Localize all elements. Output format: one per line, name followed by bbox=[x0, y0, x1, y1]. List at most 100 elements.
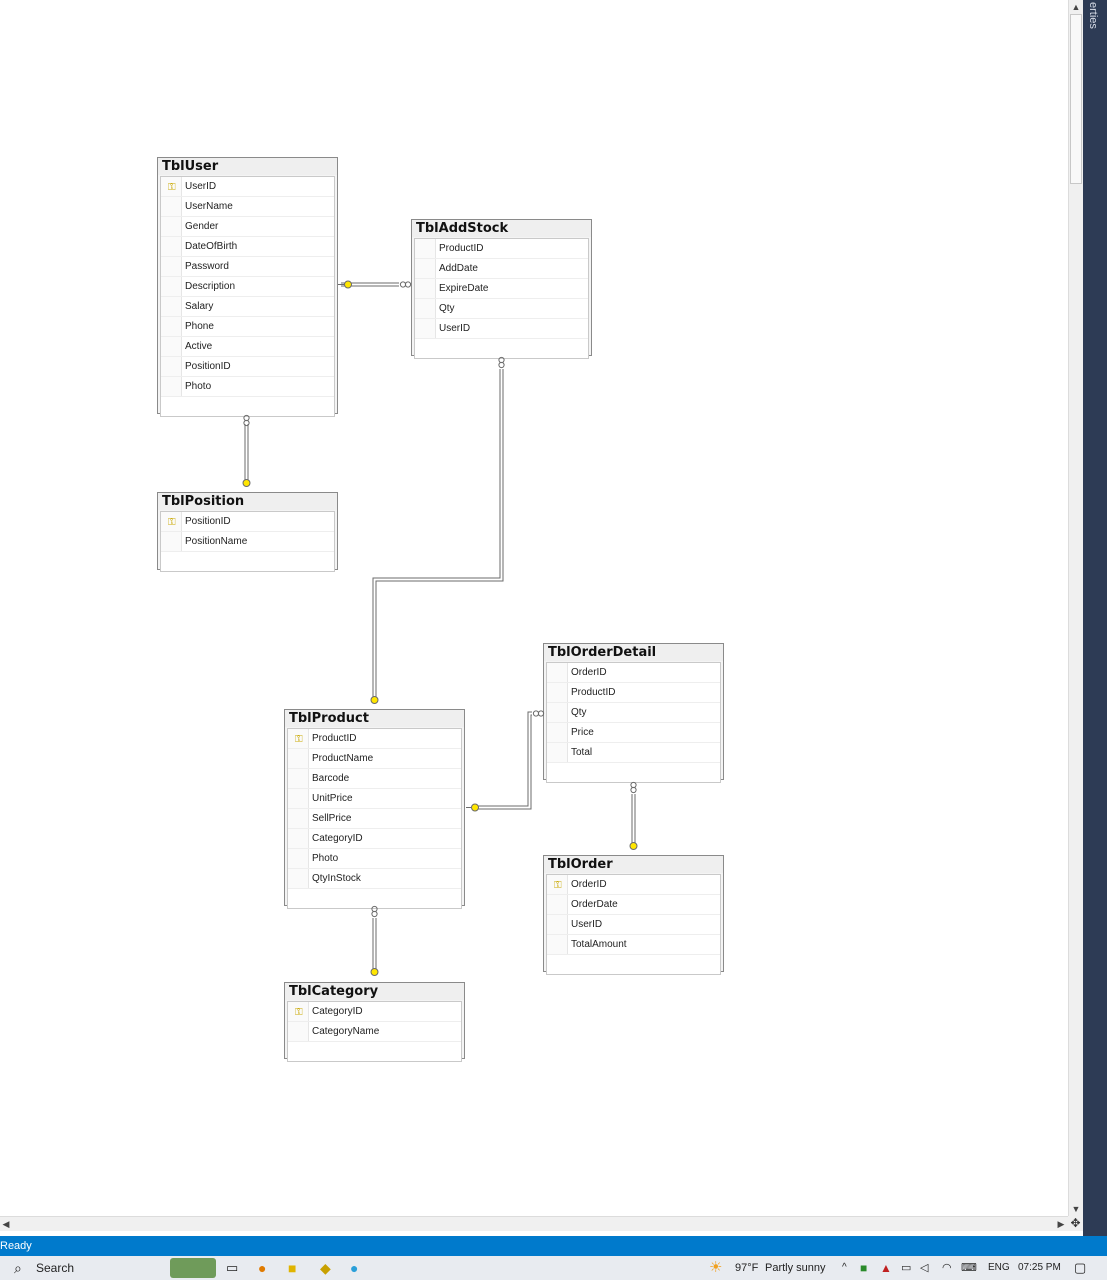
column-row[interactable]: ExpireDate bbox=[415, 279, 588, 299]
app-icon[interactable]: ● bbox=[258, 1260, 267, 1276]
new-column-row[interactable] bbox=[288, 1042, 461, 1061]
row-selector[interactable] bbox=[288, 849, 309, 868]
row-selector[interactable] bbox=[161, 317, 182, 336]
row-selector[interactable] bbox=[547, 723, 568, 742]
properties-side-tab[interactable]: erties bbox=[1083, 0, 1107, 1236]
scroll-left-icon[interactable]: ◀ bbox=[2, 1219, 10, 1229]
column-row[interactable]: Phone bbox=[161, 317, 334, 337]
telegram-icon[interactable]: ● bbox=[350, 1260, 359, 1276]
column-row[interactable]: Qty bbox=[547, 703, 720, 723]
wifi-icon[interactable]: ◠ bbox=[942, 1262, 952, 1274]
notification-icon[interactable]: ▢ bbox=[1074, 1260, 1087, 1275]
column-row[interactable]: Price bbox=[547, 723, 720, 743]
chevron-up-icon[interactable]: ^ bbox=[842, 1262, 847, 1273]
pan-icon[interactable]: ✥ bbox=[1068, 1216, 1083, 1231]
column-row[interactable]: ProductID bbox=[415, 239, 588, 259]
clock[interactable]: 07:25 PM bbox=[1018, 1262, 1061, 1273]
file-explorer-icon[interactable]: ■ bbox=[288, 1260, 297, 1276]
row-selector[interactable] bbox=[288, 869, 309, 888]
row-selector[interactable] bbox=[547, 895, 568, 914]
row-selector[interactable] bbox=[415, 259, 436, 278]
new-column-row[interactable] bbox=[288, 889, 461, 908]
search-highlight-image[interactable] bbox=[170, 1258, 216, 1278]
column-row[interactable]: CategoryName bbox=[288, 1022, 461, 1042]
row-selector[interactable] bbox=[161, 217, 182, 236]
scroll-right-icon[interactable]: ▶ bbox=[1057, 1219, 1065, 1229]
row-selector[interactable] bbox=[161, 512, 182, 531]
column-row[interactable]: UserName bbox=[161, 197, 334, 217]
row-selector[interactable] bbox=[415, 239, 436, 258]
column-row[interactable]: Qty bbox=[415, 299, 588, 319]
row-selector[interactable] bbox=[161, 237, 182, 256]
column-row[interactable]: Photo bbox=[288, 849, 461, 869]
keyboard-icon[interactable]: ⌨ bbox=[961, 1262, 977, 1274]
column-row[interactable]: ⚿UserID bbox=[161, 177, 334, 197]
row-selector[interactable] bbox=[288, 1002, 309, 1021]
new-column-row[interactable] bbox=[161, 397, 334, 416]
row-selector[interactable] bbox=[161, 357, 182, 376]
vertical-scrollbar[interactable]: ▲ ▼ bbox=[1068, 0, 1083, 1216]
column-row[interactable]: ProductID bbox=[547, 683, 720, 703]
row-selector[interactable] bbox=[415, 279, 436, 298]
properties-tab-label[interactable]: erties bbox=[1087, 2, 1099, 29]
column-row[interactable]: ⚿OrderID bbox=[547, 875, 720, 895]
column-row[interactable]: Salary bbox=[161, 297, 334, 317]
column-row[interactable]: DateOfBirth bbox=[161, 237, 334, 257]
scroll-thumb[interactable] bbox=[1070, 14, 1082, 184]
row-selector[interactable] bbox=[161, 377, 182, 396]
weather-desc[interactable]: Partly sunny bbox=[765, 1262, 826, 1274]
column-row[interactable]: OrderDate bbox=[547, 895, 720, 915]
column-row[interactable]: Active bbox=[161, 337, 334, 357]
column-row[interactable]: ⚿PositionID bbox=[161, 512, 334, 532]
column-row[interactable]: CategoryID bbox=[288, 829, 461, 849]
row-selector[interactable] bbox=[547, 935, 568, 954]
new-column-row[interactable] bbox=[415, 339, 588, 358]
column-row[interactable]: SellPrice bbox=[288, 809, 461, 829]
volume-icon[interactable]: ◁ bbox=[920, 1262, 929, 1274]
row-selector[interactable] bbox=[161, 257, 182, 276]
column-row[interactable]: Photo bbox=[161, 377, 334, 397]
column-row[interactable]: Gender bbox=[161, 217, 334, 237]
app-icon[interactable]: ◆ bbox=[320, 1260, 331, 1276]
column-row[interactable]: ⚿CategoryID bbox=[288, 1002, 461, 1022]
column-row[interactable]: Total bbox=[547, 743, 720, 763]
horizontal-scrollbar[interactable]: ◀ ▶ bbox=[0, 1216, 1068, 1231]
row-selector[interactable] bbox=[161, 277, 182, 296]
row-selector[interactable] bbox=[161, 532, 182, 551]
column-row[interactable]: AddDate bbox=[415, 259, 588, 279]
row-selector[interactable] bbox=[161, 337, 182, 356]
battery-icon[interactable]: ▭ bbox=[901, 1262, 912, 1274]
row-selector[interactable] bbox=[415, 319, 436, 338]
weather-icon[interactable]: ☀ bbox=[709, 1259, 723, 1276]
column-row[interactable]: Description bbox=[161, 277, 334, 297]
row-selector[interactable] bbox=[547, 743, 568, 762]
row-selector[interactable] bbox=[547, 915, 568, 934]
column-row[interactable]: UserID bbox=[547, 915, 720, 935]
row-selector[interactable] bbox=[288, 829, 309, 848]
column-row[interactable]: QtyInStock bbox=[288, 869, 461, 889]
row-selector[interactable] bbox=[288, 749, 309, 768]
language-indicator[interactable]: ENG bbox=[988, 1262, 1010, 1273]
row-selector[interactable] bbox=[288, 729, 309, 748]
row-selector[interactable] bbox=[547, 875, 568, 894]
column-row[interactable]: PositionName bbox=[161, 532, 334, 552]
app-tray-icon[interactable]: ▲ bbox=[880, 1261, 892, 1275]
new-column-row[interactable] bbox=[547, 955, 720, 974]
column-row[interactable]: ⚿ProductID bbox=[288, 729, 461, 749]
taskbar-search[interactable]: Search bbox=[36, 1261, 75, 1275]
row-selector[interactable] bbox=[161, 177, 182, 196]
row-selector[interactable] bbox=[288, 809, 309, 828]
row-selector[interactable] bbox=[288, 789, 309, 808]
column-row[interactable]: PositionID bbox=[161, 357, 334, 377]
column-row[interactable]: ProductName bbox=[288, 749, 461, 769]
column-row[interactable]: OrderID bbox=[547, 663, 720, 683]
column-row[interactable]: UserID bbox=[415, 319, 588, 339]
column-row[interactable]: Barcode bbox=[288, 769, 461, 789]
